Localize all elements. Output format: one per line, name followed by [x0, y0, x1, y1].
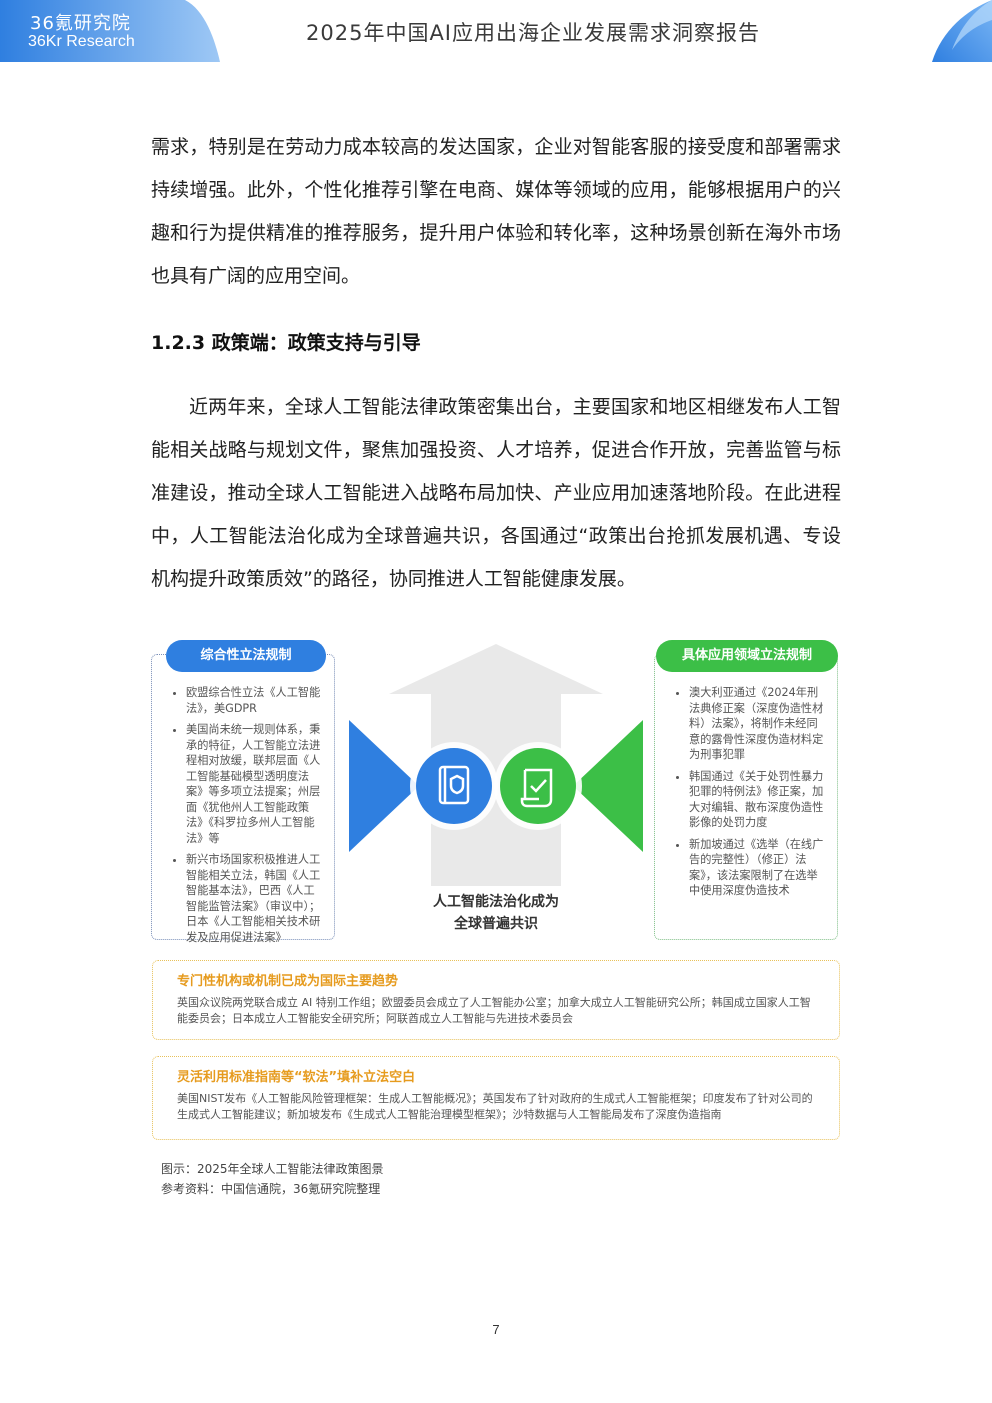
- left-blue-triangle: [349, 720, 419, 852]
- figure-caption: 图示：2025年全球人工智能法律政策图景: [161, 1162, 384, 1176]
- figure-source: 参考资料：中国信通院，36氪研究院整理: [161, 1182, 381, 1196]
- comprehensive-legislation-box: 欧盟综合性立法《人工智能法》，美GDPR 美国尚未统一规则体系，秉承的特征，人工…: [151, 654, 335, 944]
- trend-text: 美国NIST发布《人工智能风险管理框架：生成人工智能概况》；英国发布了针对政府的…: [177, 1092, 813, 1121]
- policy-landscape-figure: 欧盟综合性立法《人工智能法》，美GDPR 美国尚未统一规则体系，秉承的特征，人工…: [151, 636, 843, 1146]
- soft-law-trend-box: 灵活利用标准指南等“软法”填补立法空白 美国NIST发布《人工智能风险管理框架：…: [152, 1056, 840, 1140]
- trend-title: 专门性机构或机制已成为国际主要趋势: [177, 974, 399, 989]
- list-item: 新加坡通过《选举（在线广告的完整性）（修正）法案》，该法案限制了在选举中使用深度…: [689, 837, 825, 899]
- right-green-triangle: [573, 720, 643, 852]
- list-item: 欧盟综合性立法《人工智能法》，美GDPR: [186, 685, 322, 716]
- comprehensive-legislation-title: 综合性立法规制: [166, 640, 326, 672]
- section-heading: 1.2.3 政策端：政策支持与引导: [151, 332, 421, 354]
- specialized-agency-trend-box: 专门性机构或机制已成为国际主要趋势 英国众议院两党联合成立 AI 特别工作组；欧…: [152, 960, 840, 1040]
- logo-text-en: 36Kr Research: [28, 33, 135, 50]
- scroll-check-icon: [520, 768, 553, 808]
- list-item: 新兴市场国家积极推进人工智能相关立法，韩国《人工智能基本法》，巴西《人工智能监管…: [186, 852, 322, 945]
- logo-background-shape: [0, 0, 220, 62]
- center-caption: 人工智能法治化成为 全球普遍共识: [433, 894, 559, 932]
- trend-title: 灵活利用标准指南等“软法”填补立法空白: [177, 1070, 416, 1085]
- domain-legislation-title: 具体应用领域立法规制: [656, 640, 838, 672]
- body-paragraph-1: 需求，特别是在劳动力成本较高的发达国家，企业对智能客服的接受度和部署需求持续增强…: [151, 136, 841, 287]
- page-number: 7: [492, 1322, 500, 1337]
- domain-legislation-box: 澳大利亚通过《2024年刑法典修正案（深度伪造性材料）法案》，将制作未经同意的露…: [654, 654, 838, 940]
- list-item: 韩国通过《关于处罚性暴力犯罪的特例法》修正案，加大对编辑、散布深度伪造性影像的处…: [689, 769, 825, 831]
- list-item: 美国尚未统一规则体系，秉承的特征，人工智能立法进程相对放缓，联邦层面《人工智能基…: [186, 722, 322, 846]
- trend-text: 英国众议院两党联合成立 AI 特别工作组；欧盟委员会成立了人工智能办公室；加拿大…: [177, 996, 811, 1025]
- list-item: 澳大利亚通过《2024年刑法典修正案（深度伪造性材料）法案》，将制作未经同意的露…: [689, 685, 825, 763]
- logo-text-cn: 36氪研究院: [30, 13, 131, 34]
- center-graphic: [349, 644, 643, 886]
- comprehensive-legislation-list: 欧盟综合性立法《人工智能法》，美GDPR 美国尚未统一规则体系，秉承的特征，人工…: [152, 655, 334, 945]
- page-header: 36氪研究院 36Kr Research 2025年中国AI应用出海企业发展需求…: [0, 0, 992, 62]
- book-shield-icon: [438, 765, 470, 805]
- domain-legislation-list: 澳大利亚通过《2024年刑法典修正案（深度伪造性材料）法案》，将制作未经同意的露…: [655, 655, 837, 899]
- body-paragraph-2: 近两年来，全球人工智能法律政策密集出台，主要国家和地区相继发布人工智能相关战略与…: [151, 396, 841, 590]
- corner-decoration-shape: [932, 0, 992, 62]
- document-title: 2025年中国AI应用出海企业发展需求洞察报告: [306, 21, 761, 45]
